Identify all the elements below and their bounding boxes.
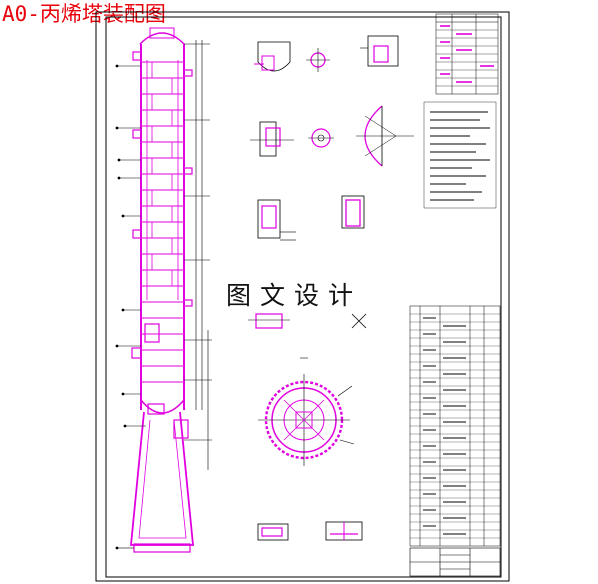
detail-view-8 — [248, 313, 367, 329]
parts-list-table — [409, 305, 501, 547]
detail-view-9 — [257, 523, 289, 541]
outer-frame — [95, 11, 510, 582]
detail-view-3 — [360, 35, 399, 67]
tray-plan-view — [258, 357, 355, 466]
detail-view-4 — [250, 121, 294, 157]
detail-view-1 — [254, 41, 291, 72]
title-block — [409, 547, 501, 577]
detail-view-arc — [356, 105, 414, 167]
detail-view-2 — [306, 48, 330, 72]
detail-view-5 — [308, 128, 334, 148]
tower-column — [130, 27, 194, 553]
spec-table — [435, 13, 499, 95]
inner-frame — [105, 16, 502, 578]
detail-view-6 — [257, 199, 296, 241]
technical-notes — [423, 101, 497, 209]
tower-annotations — [115, 40, 212, 550]
detail-view-7 — [341, 195, 365, 229]
watermark-text: 图文设计 — [226, 281, 363, 310]
drawing-title: A0-丙烯塔装配图 — [2, 2, 166, 26]
detail-view-10 — [325, 521, 363, 541]
